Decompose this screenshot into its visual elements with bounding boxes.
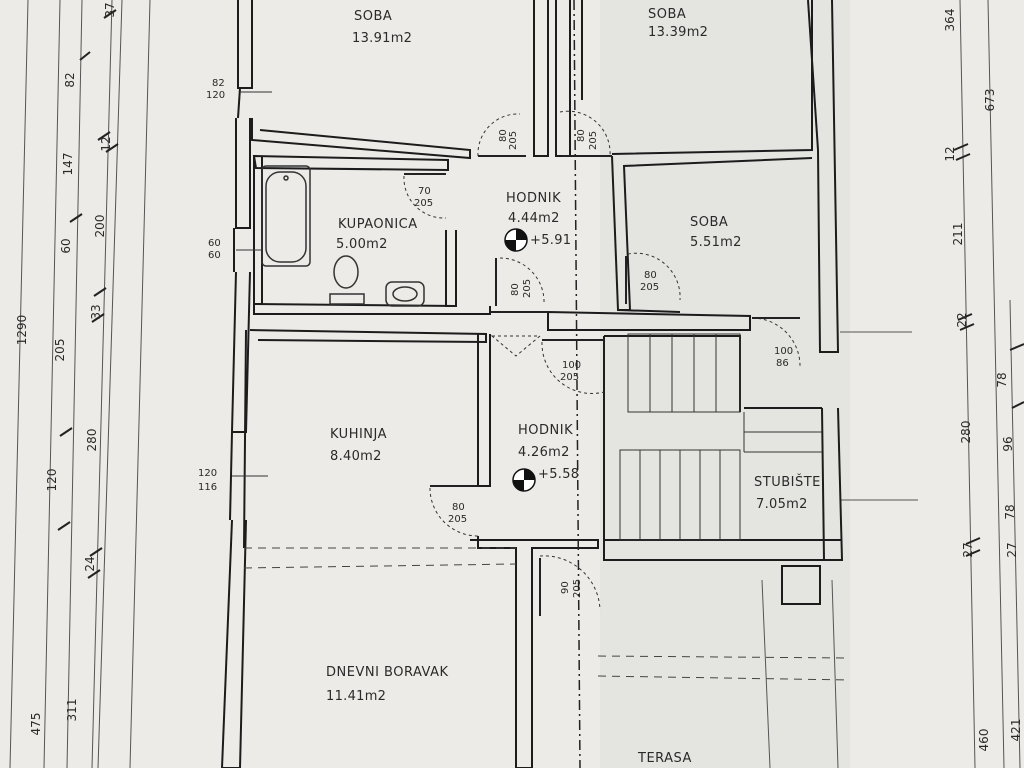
- door-height-5: 205: [640, 282, 659, 293]
- room-area-dnevni-boravak: 11.41m2: [326, 689, 386, 704]
- window-width-4: 100: [774, 346, 793, 357]
- dim-12-right: 12: [943, 146, 957, 161]
- room-name-soba-1: SOBA: [354, 9, 392, 24]
- room-name-soba-2: SOBA: [648, 7, 686, 22]
- room-name-hodnik-2: HODNIK: [518, 423, 573, 438]
- dim-147: 147: [61, 153, 75, 176]
- terrace-edge: [761, 579, 771, 768]
- dim-24: 24: [83, 556, 97, 571]
- level-marker-1: [504, 228, 528, 252]
- dimension-lines-right: [840, 0, 1021, 768]
- room-name-terasa: TERASA: [637, 751, 692, 766]
- dim-22: 22: [955, 312, 969, 327]
- door-width-8: 90: [560, 581, 571, 594]
- window-height-3: 116: [198, 482, 217, 493]
- dimension-ticks-left: [57, 9, 119, 579]
- dim-475: 475: [29, 713, 43, 736]
- room-name-kupaonica: KUPAONICA: [338, 217, 418, 232]
- room-name-soba-3: SOBA: [690, 215, 728, 230]
- window-width-2: 60: [208, 238, 221, 249]
- room-area-hodnik-2: 4.26m2: [518, 445, 570, 460]
- dim-211: 211: [951, 223, 965, 246]
- dim-205: 205: [53, 339, 67, 362]
- room-area-soba-1: 13.91m2: [352, 31, 412, 46]
- room-name-dnevni-boravak: DNEVNI BORAVAK: [326, 665, 449, 680]
- door-width-7: 80: [452, 502, 465, 513]
- dim-96: 96: [1001, 436, 1015, 451]
- dim-27: 27: [961, 542, 975, 557]
- door-height-3: 205: [414, 198, 433, 209]
- dimension-lines-left: [9, 0, 151, 768]
- room-area-stubiste: 7.05m2: [756, 497, 808, 512]
- dashed-line-4: [597, 675, 851, 681]
- room-name-hodnik-1: HODNIK: [506, 191, 561, 206]
- door-height-8: 205: [572, 579, 583, 598]
- window-height-1: 120: [206, 90, 225, 101]
- door-width-1: 80: [498, 129, 509, 142]
- dim-311: 311: [65, 699, 79, 722]
- room-area-hodnik-1: 4.44m2: [508, 211, 560, 226]
- dim-120: 120: [45, 469, 59, 492]
- window-width-3: 120: [198, 468, 217, 479]
- room-area-soba-3: 5.51m2: [690, 235, 742, 250]
- axis-line: [573, 0, 581, 768]
- dim-78-b: 78: [1003, 504, 1017, 519]
- dim-280: 280: [85, 429, 99, 452]
- dim-421: 421: [1009, 719, 1023, 742]
- dashed-line-2: [243, 563, 517, 569]
- window-height-4: 86: [776, 358, 789, 369]
- level-value-2: +5.58: [538, 467, 579, 482]
- dashed-line-3: [597, 655, 851, 659]
- stairs: [619, 333, 822, 541]
- room-area-kuhinja: 8.40m2: [330, 449, 382, 464]
- walls: [220, 0, 844, 768]
- door-width-3: 70: [418, 186, 431, 197]
- dim-27-b: 27: [1005, 542, 1019, 557]
- door-height-6: 205: [560, 372, 579, 383]
- dim-78-a: 78: [995, 372, 1009, 387]
- dim-37: 37: [103, 2, 117, 17]
- door-leaves: [404, 155, 800, 616]
- dim-673: 673: [983, 89, 997, 112]
- room-name-stubiste: STUBIŠTE: [754, 474, 821, 490]
- dim-200: 200: [93, 215, 107, 238]
- dim-82: 82: [63, 72, 77, 87]
- door-height-1: 205: [508, 131, 519, 150]
- dim-33: 33: [89, 304, 103, 319]
- level-value-1: +5.91: [530, 233, 571, 248]
- level-marker-2: [512, 468, 536, 492]
- bathtub: [261, 165, 311, 267]
- room-name-kuhinja: KUHINJA: [330, 427, 387, 442]
- paper-shade: [600, 0, 850, 768]
- door-width-4: 80: [510, 283, 521, 296]
- dim-460: 460: [977, 729, 991, 752]
- washbasin: [385, 281, 425, 307]
- dim-60: 60: [59, 238, 73, 253]
- door-height-2: 205: [588, 131, 599, 150]
- door-height-4: 205: [522, 279, 533, 298]
- terrace-edge-2: [831, 579, 839, 768]
- room-area-kupaonica: 5.00m2: [336, 237, 388, 252]
- door-width-2: 80: [576, 129, 587, 142]
- door-height-7: 205: [448, 514, 467, 525]
- dim-1290: 1290: [15, 315, 29, 346]
- dim-280-right: 280: [959, 421, 973, 444]
- window-height-2: 60: [208, 250, 221, 261]
- door-width-5: 80: [644, 270, 657, 281]
- window-width-1: 82: [212, 78, 225, 89]
- toilet: [329, 255, 365, 305]
- room-area-soba-2: 13.39m2: [648, 25, 708, 40]
- dim-364: 364: [943, 9, 957, 32]
- door-width-6: 100: [562, 360, 581, 371]
- dimension-ticks-right: [953, 143, 1024, 557]
- dim-12: 12: [99, 136, 113, 151]
